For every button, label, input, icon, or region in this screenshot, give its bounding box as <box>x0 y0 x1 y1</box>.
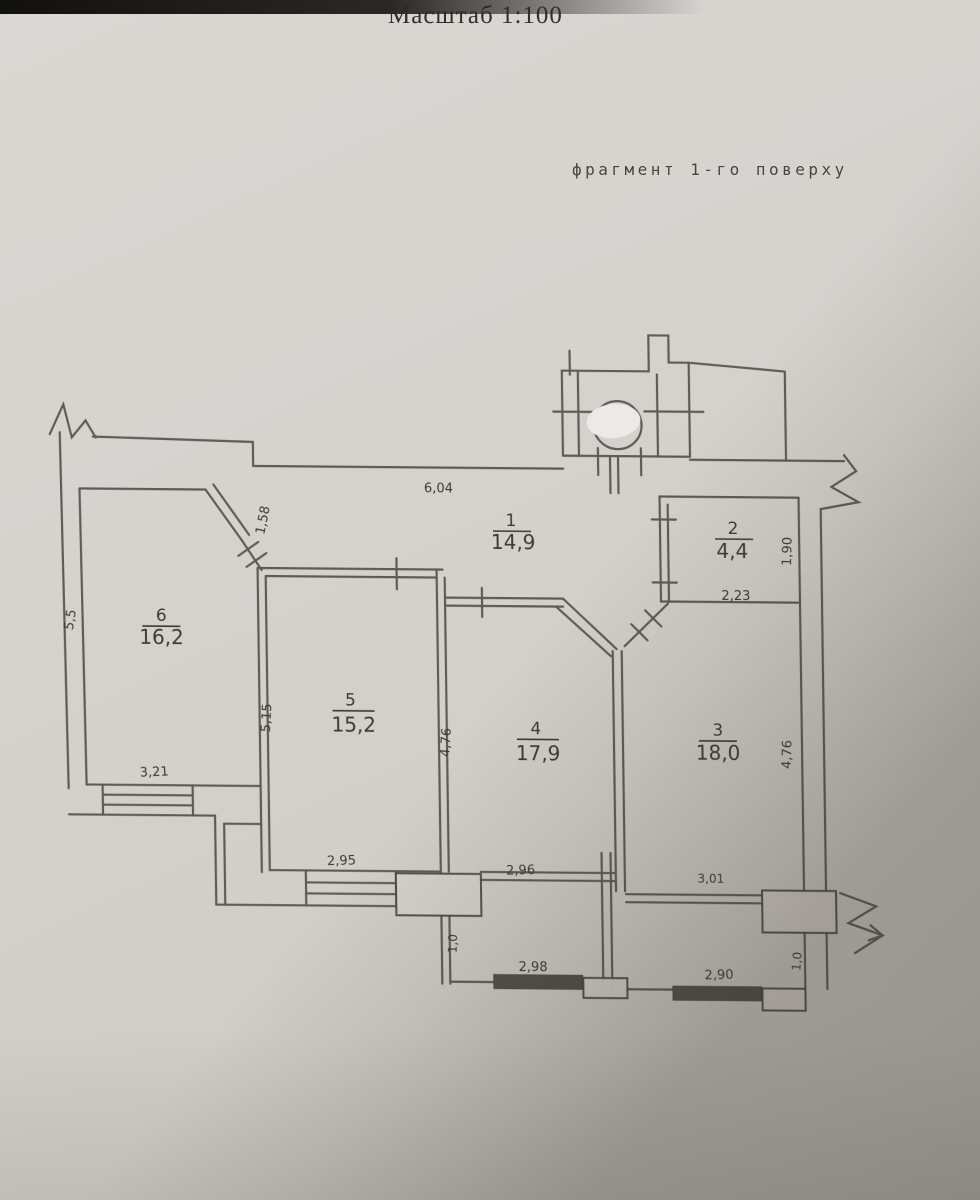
dim-room3-bottom: 3,01 <box>697 872 724 886</box>
dim-room2-bottom: 2,23 <box>721 589 750 604</box>
dim-room5-left: 5,15 <box>259 703 276 733</box>
dim-room5-bottom: 2,95 <box>327 853 357 869</box>
break-line-top-left <box>48 400 97 440</box>
svg-text:18,0: 18,0 <box>696 741 741 765</box>
svg-text:17,9: 17,9 <box>516 741 561 765</box>
svg-text:6: 6 <box>156 606 167 626</box>
dim-room4-left: 4,76 <box>438 727 455 757</box>
dim-left-height: 5,5 <box>62 608 80 631</box>
balcony-window-left <box>493 974 584 990</box>
dim-balcony-depth-right: 1,0 <box>789 951 804 971</box>
balcony-door-right <box>761 889 838 935</box>
dim-room2-right: 1,90 <box>780 537 796 567</box>
svg-text:16,2: 16,2 <box>139 625 184 649</box>
room-labels: 1 14,9 2 4,4 3 18,0 4 17,9 5 <box>139 511 754 766</box>
dim-entry-door: 1,58 <box>253 505 273 537</box>
room-6-label: 6 16,2 <box>139 606 184 649</box>
dim-balcony-depth-left: 1,0 <box>446 934 460 954</box>
svg-text:4: 4 <box>530 719 541 739</box>
dim-balcony-left: 2,98 <box>519 960 548 975</box>
balcony-windows <box>493 974 763 1002</box>
svg-text:15,2: 15,2 <box>331 713 376 737</box>
dim-top-width: 6,04 <box>424 481 453 496</box>
dim-balcony-right: 2,90 <box>704 968 734 984</box>
room-5-label: 5 15,2 <box>331 691 376 737</box>
dim-room4-bottom: 2,96 <box>506 863 536 879</box>
room-4-label: 4 17,9 <box>516 719 561 765</box>
break-line-top-right <box>820 453 862 510</box>
balcony-door-left <box>394 872 483 917</box>
room-2-label: 2 4,4 <box>715 519 754 563</box>
window-room6 <box>101 783 195 817</box>
window-room5 <box>304 869 398 908</box>
balcony-doors <box>394 872 838 1012</box>
balcony-exit-right <box>761 987 807 1012</box>
wall-lines <box>48 334 886 991</box>
redaction-blob <box>586 403 641 439</box>
fragment-label: фрагмент 1-го поверху <box>572 160 848 179</box>
stair-shaft-outline <box>560 334 692 458</box>
balcony-exit-left <box>582 976 629 1000</box>
svg-text:4,4: 4,4 <box>716 539 748 563</box>
balcony-window-right <box>672 985 763 1002</box>
svg-text:2: 2 <box>727 519 738 539</box>
dim-room3-right: 4,76 <box>780 740 796 770</box>
room-3-label: 3 18,0 <box>696 721 741 765</box>
svg-text:14,9: 14,9 <box>491 530 536 554</box>
svg-text:3: 3 <box>712 721 723 741</box>
svg-text:1: 1 <box>505 511 516 531</box>
dim-room6-window: 3,21 <box>139 764 169 780</box>
photo-edge-shadow <box>0 0 980 14</box>
svg-text:5: 5 <box>345 691 356 711</box>
room-1-label: 1 14,9 <box>491 511 536 554</box>
dimension-labels: 6,04 1,58 5,5 3,21 5,15 2,95 4,76 2,96 3… <box>62 481 805 984</box>
break-arrow-right <box>838 891 886 955</box>
